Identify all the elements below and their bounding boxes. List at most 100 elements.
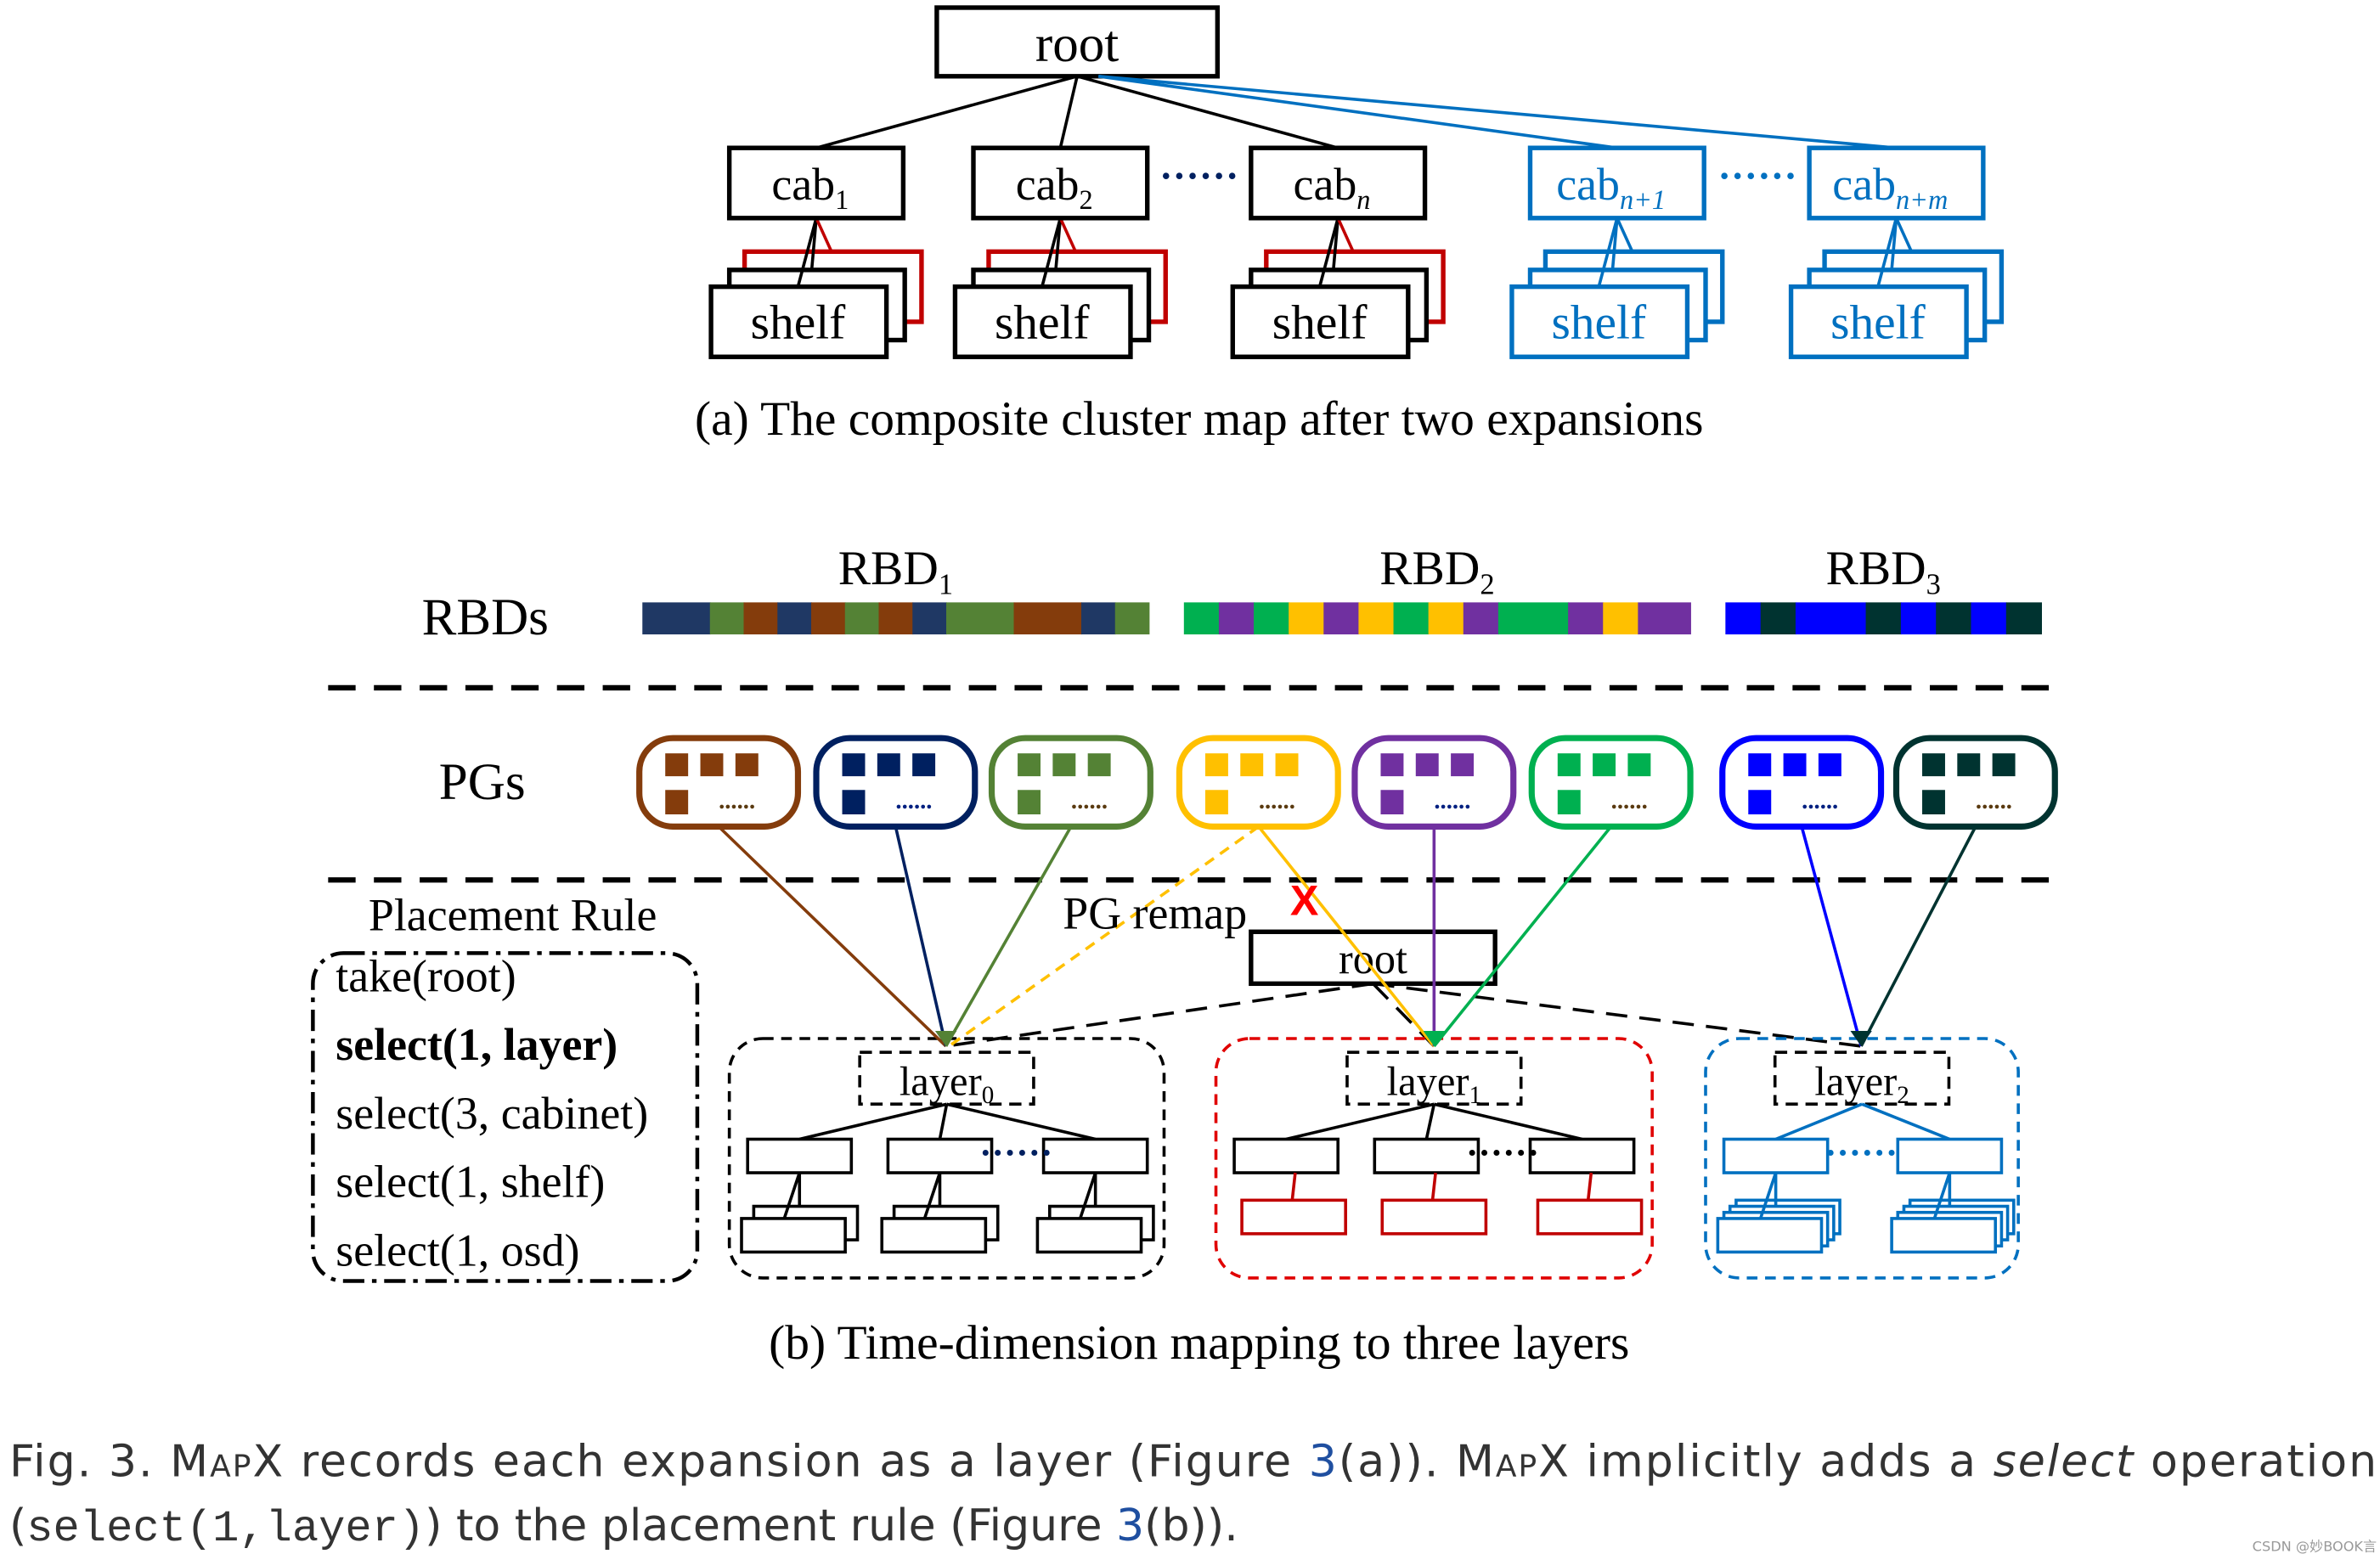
object-block: [735, 753, 759, 777]
rbd-label-base: RBD: [838, 542, 939, 595]
shelf-back-outline: [742, 249, 924, 324]
rbd-object-block: [642, 602, 711, 635]
object-block: [1018, 790, 1041, 814]
cabinet-node: [1527, 145, 1706, 221]
pg-mapping-edge: [1432, 825, 1613, 1048]
layer-edge: [938, 1103, 949, 1140]
object-block: [1557, 790, 1581, 814]
layer-edge: [1861, 1102, 1951, 1141]
caption-text: (: [9, 1501, 26, 1551]
object-block: [1415, 753, 1439, 777]
rbd-object-block: [777, 602, 812, 635]
cabinet-node: [1373, 1137, 1480, 1174]
cabinet-shelf-edge: [782, 1172, 801, 1219]
cabinet-shelf-edge: [1758, 1172, 1778, 1219]
tree-edge: [1616, 217, 1634, 253]
caption-text: (b)).: [1144, 1501, 1238, 1551]
shelf-node: [1509, 284, 1690, 359]
shelf-node: [1716, 1217, 1824, 1254]
pg-ellipsis: ......: [895, 787, 932, 814]
tree-edge: [796, 217, 818, 288]
cabinet-label-subscript: 2: [1079, 184, 1092, 215]
figure-ref-link[interactable]: 3: [1309, 1436, 1337, 1487]
layer-label-subscript: 1: [1469, 1082, 1482, 1109]
rbd-object-block: [1323, 602, 1360, 635]
shelf-label: shelf: [1551, 296, 1647, 350]
tree-edge: [1058, 217, 1077, 253]
shelf-node: [952, 284, 1133, 359]
rbds-label: RBDs: [422, 589, 549, 646]
placement-group: ......: [1176, 735, 1341, 830]
rbd-object-block: [1428, 602, 1464, 635]
rbd-object-block: [912, 602, 947, 635]
tree-edge: [1876, 217, 1898, 288]
ellipsis: ······: [1717, 155, 1796, 199]
tree-edge: [1894, 217, 1914, 253]
rbd-label-subscript: 2: [1480, 568, 1494, 600]
cabinet-node: [1232, 1137, 1339, 1174]
rbd-label-base: RBD: [1826, 542, 1926, 595]
object-block: [1087, 753, 1111, 777]
cabinet-label-subscript: n+1: [1620, 184, 1666, 215]
cabinet-shelf-edge: [1290, 1172, 1297, 1201]
caption-b: (b) Time-dimension mapping to three laye…: [769, 1316, 1629, 1370]
root-node: [1249, 929, 1497, 987]
cabinet-node: [726, 145, 906, 221]
figure-ref-link[interactable]: 3: [1116, 1501, 1144, 1551]
shelf-label: shelf: [751, 296, 847, 350]
tree-edge: [1332, 217, 1339, 271]
rbd-object-block: [1218, 602, 1255, 635]
rbd-object-block: [1497, 602, 1570, 635]
mapx-name: MapX: [1456, 1436, 1569, 1487]
placement-rule-line: take(root): [336, 950, 516, 1001]
arrowhead-icon: [935, 1031, 957, 1046]
shelf-label: shelf: [1272, 296, 1368, 350]
pg-ellipsis: ......: [1976, 787, 2012, 814]
rbd-object-block: [2005, 602, 2042, 635]
pg-mapping-edge: [1257, 825, 1435, 1048]
object-block: [1204, 790, 1228, 814]
pg-remap-edge: [948, 825, 1260, 1048]
root-layer-edge: [1373, 982, 1862, 1048]
placement-rule-line: select(1, layer): [336, 1019, 618, 1070]
layer-label-base: layer: [900, 1059, 982, 1104]
tree-edge: [815, 217, 833, 253]
shelf-back-outline: [986, 249, 1168, 324]
caption-text: (a)).: [1339, 1436, 1454, 1487]
pg-mapping-edge: [894, 825, 948, 1047]
rbd-object-block: [1081, 602, 1116, 635]
object-block: [1627, 753, 1651, 777]
rbd-object-block: [1254, 602, 1290, 635]
tree-edge: [1098, 75, 1897, 149]
cabinet-node: [971, 145, 1150, 221]
layer-edge: [1285, 1102, 1435, 1141]
shelf-node: [1035, 1217, 1143, 1254]
layer-edge: [1774, 1102, 1863, 1141]
rbd-object-block: [1463, 602, 1499, 635]
pg-ellipsis: ......: [1071, 787, 1108, 814]
pg-mapping-edge: [717, 825, 947, 1048]
rbd-label-subscript: 3: [1926, 568, 1941, 600]
rbd-object-block: [1936, 602, 1972, 635]
cabinet-node: [1041, 1137, 1149, 1174]
rbd-object-block: [743, 602, 779, 635]
cabinet-label-base: cab: [1556, 159, 1620, 210]
rbd-object-block: [1114, 602, 1150, 635]
shelf-node: [1230, 284, 1411, 359]
watermark: CSDN @妙BOOK言: [2253, 1538, 2377, 1554]
rbd-object-block: [844, 602, 880, 635]
object-block: [1557, 753, 1581, 777]
rbd-object-block: [1603, 602, 1639, 635]
rbd-label: RBD2: [1379, 542, 1494, 600]
caption-text: implicitly adds a: [1571, 1436, 1992, 1487]
shelf-node: [740, 1217, 847, 1254]
caption-text: operation: [2135, 1436, 2377, 1487]
rbd-object-block: [1358, 602, 1395, 635]
cabinet-shelf-edge: [1078, 1172, 1097, 1219]
tree-edge: [815, 75, 1078, 149]
shelf-label: shelf: [995, 296, 1091, 350]
shelf-node: [708, 284, 889, 359]
fig-label: Fig. 3.: [9, 1436, 168, 1487]
object-block: [1957, 753, 1981, 777]
